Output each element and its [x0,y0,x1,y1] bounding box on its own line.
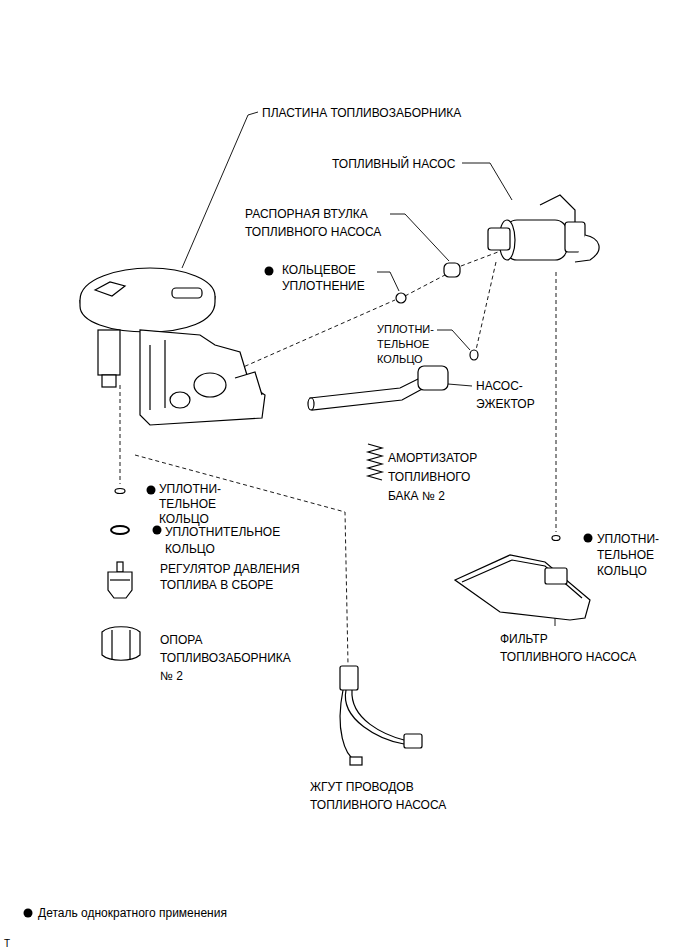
o-ring [115,489,125,494]
jet-pump [308,366,448,410]
part-name: УПЛОТНИТЕЛЬНОЕ КОЛЬЦО [165,524,280,558]
pressure-regulator [108,562,132,598]
spacer [444,263,460,277]
page-mark: T [4,938,10,950]
part-name: КОЛЬЦЕВОЕ УПЛОТНЕНИЕ [282,262,365,294]
part-name: ТОПЛИВНЫЙ НАСОС [332,156,455,172]
legend-text: Деталь однократного применения [38,905,227,921]
sender-plate [80,268,265,425]
part-name: ЖГУТ ПРОВОДОВ ТОПЛИВНОГО НАСОСА [310,778,446,814]
wire-harness [340,666,422,765]
o-ring [396,293,406,303]
o-ring [552,536,560,541]
fuel-pump [488,195,599,262]
o-ring [470,350,478,360]
spring [368,444,382,480]
part-name: РЕГУЛЯТОР ДАВЛЕНИЯ ТОПЛИВА В СБОРЕ [160,561,300,593]
part-name: УПЛОТНИ- ТЕЛЬНОЕ КОЛЬЦО [597,531,659,579]
part-name: УПЛОТНИ- ТЕЛЬНОЕ КОЛЬЦО [377,322,434,367]
part-name: РАСПОРНАЯ ВТУЛКА ТОПЛИВНОГО НАСОСА [245,205,381,241]
o-ring [111,526,129,534]
support-bracket [102,627,140,661]
part-name: АМОРТИЗАТОР ТОПЛИВНОГО БАКА № 2 [388,449,477,506]
part-name: УПЛОТНИ- ТЕЛЬНОЕ КОЛЬЦО [159,482,221,527]
part-name: НАСОС- ЭЖЕКТОР [476,377,535,413]
part-name: ФИЛЬТР ТОПЛИВНОГО НАСОСА [500,630,636,666]
part-name: ОПОРА ТОПЛИВОЗАБОРНИКА № 2 [160,631,291,685]
single-use-dots [24,267,593,918]
pump-filter [455,555,590,620]
part-name: ПЛАСТИНА ТОПЛИВОЗАБОРНИКА [262,105,461,121]
legend-dot [24,909,33,918]
